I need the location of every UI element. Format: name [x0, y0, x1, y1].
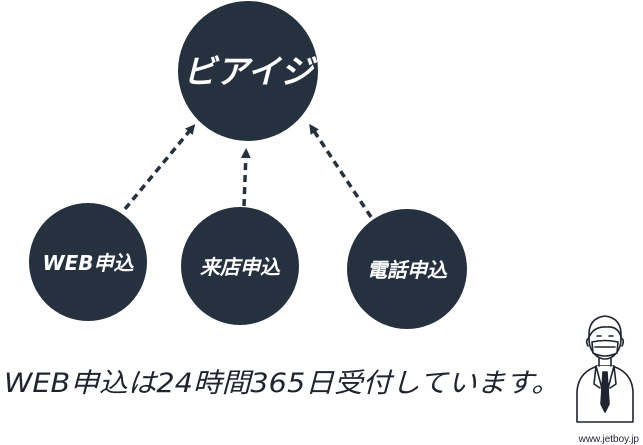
footer-url: www.jetboy.jp: [578, 434, 640, 445]
source-node-phone-circle: [347, 209, 467, 329]
center-node-circle: [178, 1, 318, 141]
center-node: ビアイジ: [178, 1, 318, 141]
source-node-web: WEB申込: [29, 203, 147, 321]
source-node-web-label: WEB申込: [43, 251, 135, 275]
source-node-store-circle: [181, 207, 299, 325]
arrow-phone-to-center: [309, 123, 373, 218]
center-node-label: ビアイジ: [183, 52, 318, 91]
arrow-web-to-center: [123, 124, 196, 211]
source-node-web-circle: [29, 203, 147, 321]
arrows: [123, 123, 373, 218]
source-node-store: 来店申込: [181, 207, 299, 325]
masked-staff-person-icon: [576, 315, 634, 423]
arrow-store-to-center: [240, 148, 251, 207]
source-node-phone: 電話申込: [347, 209, 467, 329]
source-node-phone-label: 電話申込: [367, 258, 448, 282]
caption-text: WEB申込は24時間365日受付しています。: [4, 368, 560, 399]
source-node-store-label: 来店申込: [200, 255, 281, 279]
